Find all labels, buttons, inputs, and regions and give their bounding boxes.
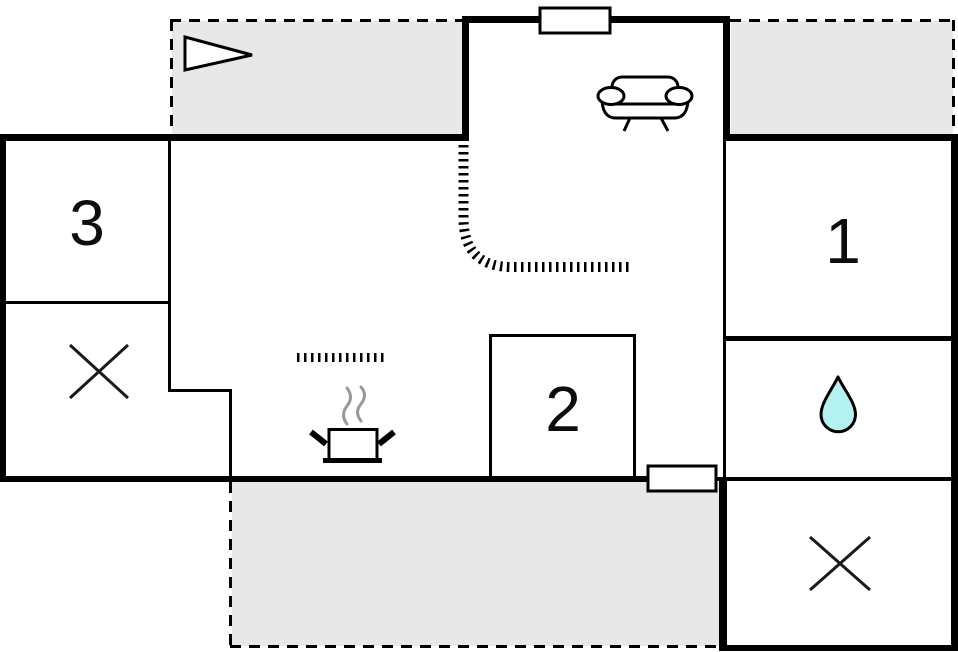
wall-living-top-left-segment	[462, 16, 540, 23]
cooking-pot-icon	[309, 385, 396, 463]
wall-living-top-right-segment	[610, 16, 730, 23]
water-drop-icon	[819, 375, 857, 434]
wall-room1-left	[723, 140, 726, 478]
dotted-partitions	[297, 145, 633, 362]
wall-room3-bottom	[0, 301, 171, 304]
door-bottom	[646, 464, 718, 493]
steam-line-left	[342, 386, 352, 426]
wall-right	[951, 134, 958, 651]
wall-step-vertical	[229, 389, 232, 482]
pot-body	[327, 428, 379, 462]
window-top	[538, 6, 612, 35]
terrace-bottom	[232, 482, 719, 646]
pot-handle-right	[377, 429, 396, 447]
room2-label: 2	[545, 373, 581, 445]
terrace-top-right	[731, 21, 953, 135]
wall-top-right	[723, 134, 958, 141]
terraces	[172, 21, 953, 646]
wall-living-right	[723, 16, 730, 141]
wall-left	[0, 134, 6, 482]
wall-bottom-right-room-bottom	[719, 645, 958, 651]
wall-living-left	[462, 16, 469, 141]
sofa-arm-right	[664, 86, 694, 106]
terrace-borders	[170, 19, 955, 648]
x-mark-icon-left	[68, 343, 130, 400]
room3-label: 3	[69, 187, 105, 259]
triangle-arrow-icon	[183, 35, 253, 72]
room2-walls	[489, 334, 636, 480]
sofa-icon	[596, 75, 694, 132]
wall-bottom-right-room-left	[719, 477, 727, 651]
wall-bottom-main	[0, 476, 650, 482]
sofa-leg-left	[622, 117, 632, 132]
sofa-leg-right	[659, 117, 670, 132]
exterior-walls	[0, 16, 958, 651]
steam-line-right	[356, 385, 366, 423]
x-mark-stroke	[809, 535, 871, 592]
pot-handle-left	[309, 429, 328, 447]
wall-step-horizontal	[168, 389, 232, 392]
x-mark-stroke	[68, 343, 130, 400]
x-mark-icon-right	[809, 535, 871, 592]
wall-room1-bathroom-divider	[723, 336, 958, 341]
wall-top-left	[0, 134, 469, 141]
room1-label: 1	[825, 205, 861, 277]
interior-walls	[0, 134, 958, 482]
wall-bottom-right-room-top	[716, 477, 958, 481]
terrace-top-left	[172, 21, 462, 135]
sofa-arm-left	[596, 86, 626, 106]
dotted-partition-curve	[458, 145, 633, 272]
wall-room3-right	[168, 134, 171, 392]
